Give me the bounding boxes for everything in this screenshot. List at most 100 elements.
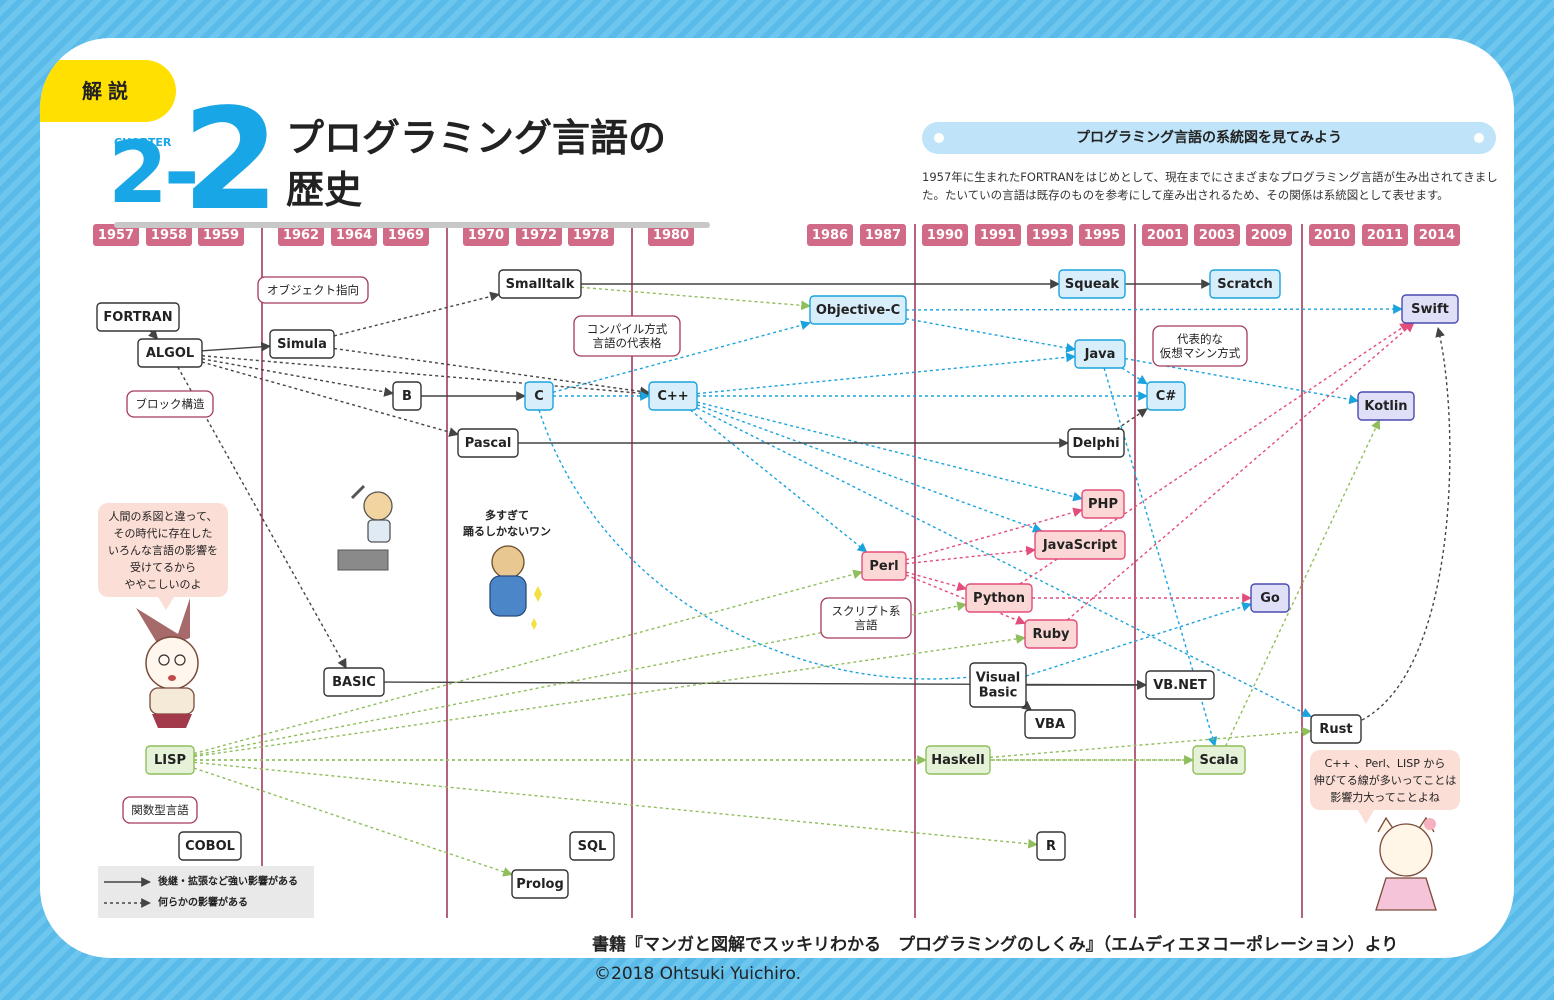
language-node-scala[interactable]: Scala <box>1192 745 1246 775</box>
language-node-algol[interactable]: ALGOL <box>137 338 203 368</box>
edge-cpp-java <box>696 352 1076 395</box>
year-badge: 1958 <box>146 224 192 246</box>
speech-right: C++ 、Perl、LISP から伸びてる線が多いってことは影響力大ってことよね <box>1310 750 1460 824</box>
language-node-box <box>569 831 615 861</box>
language-node-haskell[interactable]: Haskell <box>925 745 991 775</box>
language-node-b[interactable]: B <box>392 381 422 411</box>
edge-c-visualbasic <box>538 409 981 682</box>
year-label: 1962 <box>283 228 319 243</box>
language-label: B <box>402 389 412 404</box>
language-node-go[interactable]: Go <box>1250 583 1290 613</box>
language-node-smalltalk[interactable]: Smalltalk <box>498 269 582 299</box>
language-node-vba[interactable]: VBA <box>1024 709 1076 739</box>
language-label: Simula <box>277 337 327 352</box>
edge-algol-simula <box>201 341 271 352</box>
callout-text: スクリプト系言語 <box>832 604 901 632</box>
language-label: VBA <box>1035 717 1065 732</box>
language-label: SQL <box>578 839 607 854</box>
dot-right <box>1474 133 1484 143</box>
year-badge: 1957 <box>93 224 139 246</box>
year-badge: 1987 <box>860 224 906 246</box>
language-node-delphi[interactable]: Delphi <box>1067 428 1125 458</box>
legend-dotted-label: 何らかの影響がある <box>158 896 248 909</box>
language-node-cobol[interactable]: COBOL <box>178 831 242 861</box>
year-badge-bg <box>1362 224 1408 246</box>
language-label: LISP <box>154 753 186 768</box>
edge-ruby-swift <box>1066 322 1415 621</box>
language-node-box <box>969 662 1027 708</box>
year-label: 2001 <box>1147 228 1183 243</box>
language-node-squeak[interactable]: Squeak <box>1058 269 1126 299</box>
edge-perl-php <box>905 507 1083 561</box>
language-node-perl[interactable]: Perl <box>861 551 907 581</box>
year-badge: 1980 <box>648 224 694 246</box>
language-node-csharp[interactable]: C# <box>1146 381 1186 411</box>
language-label: Ruby <box>1032 627 1070 642</box>
callout-box <box>126 390 214 418</box>
language-node-swift[interactable]: Swift <box>1401 294 1459 324</box>
language-label: Smalltalk <box>506 277 575 292</box>
callout-block-structure: ブロック構造 <box>126 390 214 418</box>
language-node-rust[interactable]: Rust <box>1310 714 1362 744</box>
language-node-box <box>1034 530 1126 560</box>
language-node-simula[interactable]: Simula <box>269 329 335 359</box>
language-node-box <box>861 551 907 581</box>
edge-cpp-perl <box>689 409 868 553</box>
language-node-c[interactable]: C <box>524 381 554 411</box>
year-badge: 1959 <box>198 224 244 246</box>
language-node-vbnet[interactable]: VB.NET <box>1145 670 1215 700</box>
language-node-javascript[interactable]: JavaScript <box>1034 530 1126 560</box>
edge-cpp-rust <box>696 407 1312 718</box>
year-badge: 1962 <box>278 224 324 246</box>
year-label: 1978 <box>573 228 609 243</box>
edge-lisp-r <box>193 761 1038 849</box>
language-node-ruby[interactable]: Ruby <box>1024 619 1078 649</box>
language-node-basic[interactable]: BASIC <box>323 667 385 697</box>
language-node-cpp[interactable]: C++ <box>648 381 698 411</box>
edge-lisp-perl <box>193 569 863 755</box>
language-node-kotlin[interactable]: Kotlin <box>1357 391 1415 421</box>
language-label: Squeak <box>1065 277 1120 292</box>
chapter-label: CHAPTER <box>114 136 172 149</box>
dot-left <box>934 133 944 143</box>
copyright: ©2018 Ohtsuki Yuichiro. <box>594 964 801 984</box>
language-node-r[interactable]: R <box>1036 831 1066 861</box>
year-label: 2010 <box>1314 228 1350 243</box>
callout-text: オブジェクト指向 <box>267 283 359 297</box>
language-node-objc[interactable]: Objective-C <box>809 295 907 325</box>
language-node-box <box>1250 583 1290 613</box>
title-line-1: プログラミング言語の <box>286 116 667 160</box>
year-badge: 2001 <box>1142 224 1188 246</box>
dog-illustration <box>489 545 542 630</box>
year-label: 1987 <box>865 228 901 243</box>
language-node-box <box>1024 619 1078 649</box>
language-node-scratch[interactable]: Scratch <box>1209 269 1281 299</box>
callout-compiled: コンパイル方式言語の代表格 <box>573 315 681 357</box>
language-node-sql[interactable]: SQL <box>569 831 615 861</box>
language-node-box <box>323 667 385 697</box>
language-node-lisp[interactable]: LISP <box>145 745 195 775</box>
language-node-box <box>1401 294 1459 324</box>
language-node-php[interactable]: PHP <box>1081 489 1125 519</box>
language-node-java[interactable]: Java <box>1074 339 1126 369</box>
language-node-box <box>511 869 569 899</box>
intro-heading-text: プログラミング言語の系統図を見てみよう <box>1076 130 1342 146</box>
language-node-box <box>1209 269 1281 299</box>
year-badge-bg <box>1246 224 1292 246</box>
source-credit: 書籍『マンガと図解でスッキリわかる プログラミングのしくみ』（エムディエヌコーポ… <box>592 935 1399 955</box>
language-node-pascal[interactable]: Pascal <box>457 428 519 458</box>
year-badge-bg <box>331 224 377 246</box>
intro-heading: プログラミング言語の系統図を見てみよう <box>922 122 1496 154</box>
language-label: R <box>1046 839 1056 854</box>
language-node-box <box>137 338 203 368</box>
language-node-prolog[interactable]: Prolog <box>511 869 569 899</box>
edge-java-csharp <box>1121 367 1148 385</box>
language-node-python[interactable]: Python <box>965 583 1033 613</box>
language-node-fortran[interactable]: FORTRAN <box>96 302 180 332</box>
language-label: Objective-C <box>816 303 900 318</box>
year-badge-bg <box>463 224 509 246</box>
callout-box <box>122 796 198 824</box>
edge-algol-b <box>201 358 394 397</box>
speech-left-bg <box>98 503 228 597</box>
